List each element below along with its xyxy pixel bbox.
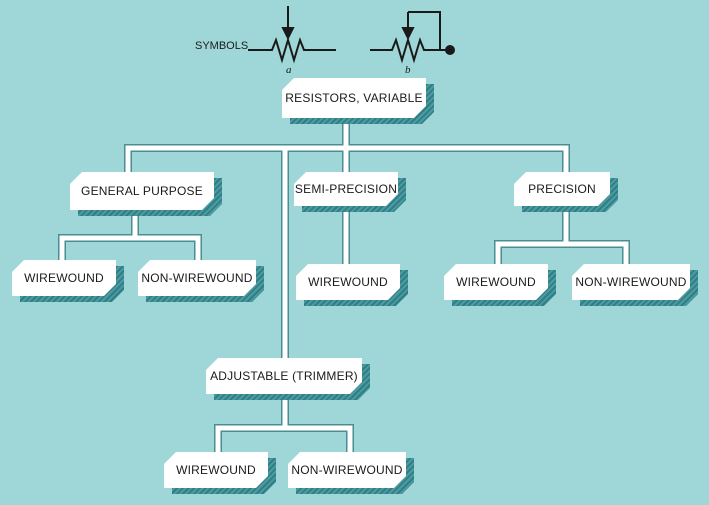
node-gp-wirewound: WIREWOUND — [12, 260, 116, 296]
node-pr-wirewound: WIREWOUND — [444, 264, 548, 300]
variable-resistor-symbol-a — [248, 6, 336, 64]
node-label: WIREWOUND — [308, 275, 388, 289]
node-label: SEMI-PRECISION — [294, 182, 398, 196]
node-adjustable-trimmer: ADJUSTABLE (TRIMMER) — [206, 358, 362, 394]
node-semi-precision: SEMI-PRECISION — [294, 172, 398, 206]
node-gp-nonwirewound: NON-WIREWOUND — [138, 260, 256, 296]
node-label: ADJUSTABLE (TRIMMER) — [210, 369, 358, 383]
node-label: PRECISION — [528, 182, 596, 196]
node-label: NON-WIREWOUND — [291, 463, 403, 477]
node-label: GENERAL PURPOSE — [81, 184, 203, 198]
node-resistors-variable: RESISTORS, VARIABLE — [282, 78, 426, 118]
symbol-a-label: a — [286, 64, 292, 76]
node-precision: PRECISION — [514, 172, 610, 206]
node-label: WIREWOUND — [24, 271, 104, 285]
node-adj-nonwirewound: NON-WIREWOUND — [288, 452, 406, 488]
node-sp-wirewound: WIREWOUND — [296, 264, 400, 300]
node-label: NON-WIREWOUND — [141, 271, 253, 285]
symbols-label: SYMBOLS — [195, 40, 249, 52]
variable-resistor-symbol-b — [370, 11, 455, 64]
symbol-b-label: b — [405, 64, 411, 76]
node-general-purpose: GENERAL PURPOSE — [70, 172, 214, 210]
node-label: WIREWOUND — [176, 463, 256, 477]
node-label: RESISTORS, VARIABLE — [285, 91, 423, 105]
node-label: WIREWOUND — [456, 275, 536, 289]
node-label: NON-WIREWOUND — [575, 275, 687, 289]
node-pr-nonwirewound: NON-WIREWOUND — [572, 264, 690, 300]
node-adj-wirewound: WIREWOUND — [164, 452, 268, 488]
